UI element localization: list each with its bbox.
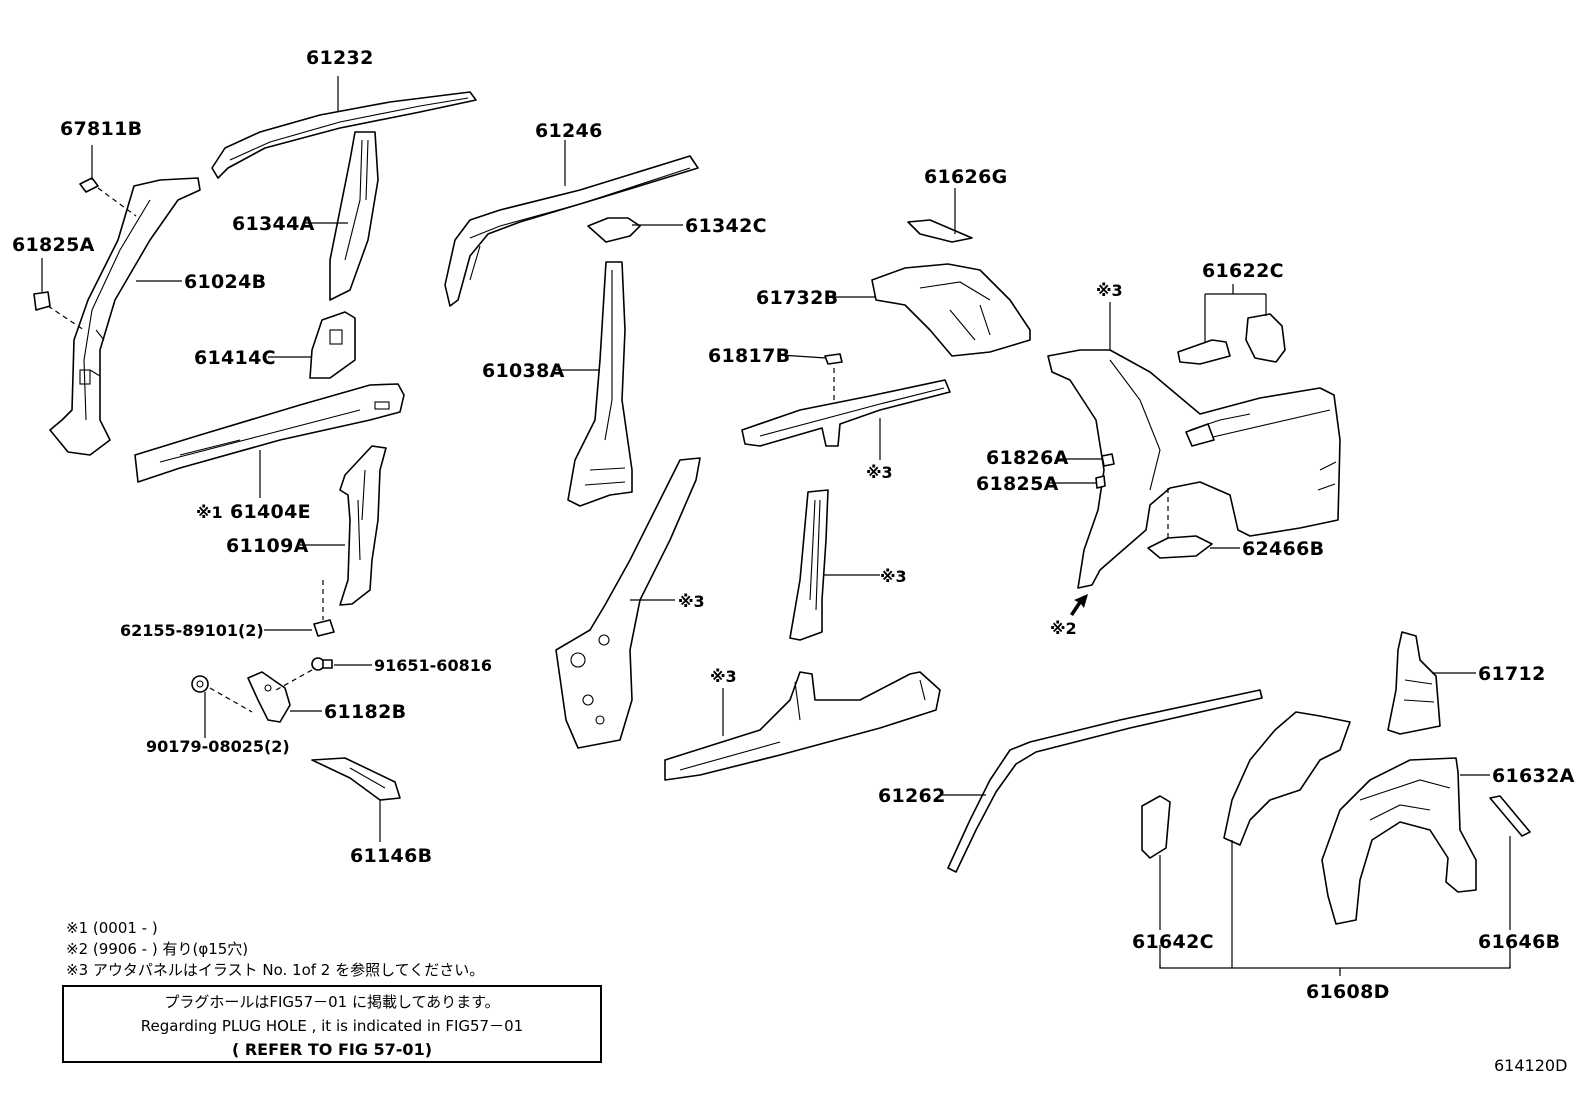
part-61414C-shape [309,311,356,379]
label-61342C: 61342C [685,215,767,237]
arrow-mark-icon [1070,594,1088,616]
label-61732B: 61732B [756,287,838,309]
part-quarter-panel-shape [1047,349,1341,589]
part-61344A-shape [329,131,379,301]
part-61342C-shape [587,217,641,243]
part-61232-shape [211,91,477,179]
part-center-pillar-shape [555,457,701,749]
part-61825A-right-shape [1095,475,1106,489]
label-61246: 61246 [535,120,603,142]
part-62155-shape [313,619,335,637]
label-61642C: 61642C [1132,931,1214,953]
mark-quarter: ※3 [1096,281,1123,300]
mark-pillar-inner: ※3 [678,592,705,611]
label-61826A: 61826A [986,447,1069,469]
mark-61817-rail: ※3 [866,463,893,482]
part-61608D-shape [1223,711,1351,846]
footnotes: ※1 (0001 - ) ※2 (9906 - ) 有り(φ15穴) ※3 アウ… [66,918,484,981]
part-61109A-shape [339,445,387,606]
reference-line-en: Regarding PLUG HOLE , it is indicated in… [140,1017,524,1035]
mark-rocker: ※3 [710,667,737,686]
part-61404E-shape [134,383,405,483]
label-61817B: 61817B [708,345,790,367]
label-61182B: 61182B [324,701,406,723]
part-61622C-shape [1177,313,1286,365]
label-90179: 90179-08025(2) [146,737,290,756]
label-61109A: 61109A [226,535,309,557]
reference-line-jp: プラグホールはFIG57－01 に掲載してあります。 [164,993,500,1011]
part-90179-shape [191,675,209,693]
part-61262-shape [947,689,1263,873]
part-quarter-rail-shape [741,379,951,447]
reference-line-fig: ( REFER TO FIG 57-01) [231,1040,433,1059]
part-62466B-shape [1147,535,1213,559]
part-61642C-shape [1141,795,1171,859]
label-61344A: 61344A [232,213,315,235]
mark-pillar-outer: ※3 [880,567,907,586]
label-62155: 62155-89101(2) [120,621,264,640]
part-61712-shape [1387,631,1441,735]
label-61825A-right: 61825A [976,473,1059,495]
label-61038A: 61038A [482,360,565,382]
mark-61404E: ※1 [196,503,223,522]
label-61608D: 61608D [1306,981,1390,1003]
label-61646B: 61646B [1478,931,1560,953]
label-61825A-left: 61825A [12,234,95,256]
footnote-2: ※2 (9906 - ) 有り(φ15穴) [66,940,249,958]
footnote-1: ※1 (0001 - ) [66,919,158,937]
label-61626G: 61626G [924,166,1008,188]
part-91651-shape [311,657,333,671]
part-61246-shape [444,155,699,307]
part-61626G-shape [907,219,973,243]
label-67811B: 67811B [60,118,142,140]
label-61024B: 61024B [184,271,266,293]
label-61712: 61712 [1478,663,1546,685]
label-61632A: 61632A [1492,765,1575,787]
part-61825A-left-shape [33,291,51,311]
part-61182B-shape [247,671,291,723]
part-rocker-outer-shape [664,671,941,781]
reference-box: プラグホールはFIG57－01 に掲載してあります。 Regarding PLU… [62,985,602,1063]
label-61262: 61262 [878,785,946,807]
part-pillar-outer-shape [789,489,829,641]
label-91651: 91651-60816 [374,656,492,675]
part-61732B-shape [871,263,1031,357]
label-61622C: 61622C [1202,260,1284,282]
label-61404E: 61404E [230,501,311,523]
part-61024B-shape [49,177,201,456]
mark-arrow: ※2 [1050,619,1077,638]
part-61146B-shape [311,757,401,801]
part-61646B-shape [1489,795,1531,837]
label-61146B: 61146B [350,845,432,867]
label-61414C: 61414C [194,347,276,369]
leader-lines [41,76,1511,976]
label-62466B: 62466B [1242,538,1324,560]
label-61232: 61232 [306,47,374,69]
figure-id: 614120D [1494,1056,1568,1075]
part-67811B-shape [79,177,99,193]
part-61632A-shape [1321,757,1477,925]
part-61817B-shape [824,353,843,365]
footnote-3: ※3 アウタパネルはイラスト No. 1of 2 を参照してください。 [66,961,485,979]
part-61038A-shape [567,261,633,507]
part-61826A-shape [1101,453,1115,467]
